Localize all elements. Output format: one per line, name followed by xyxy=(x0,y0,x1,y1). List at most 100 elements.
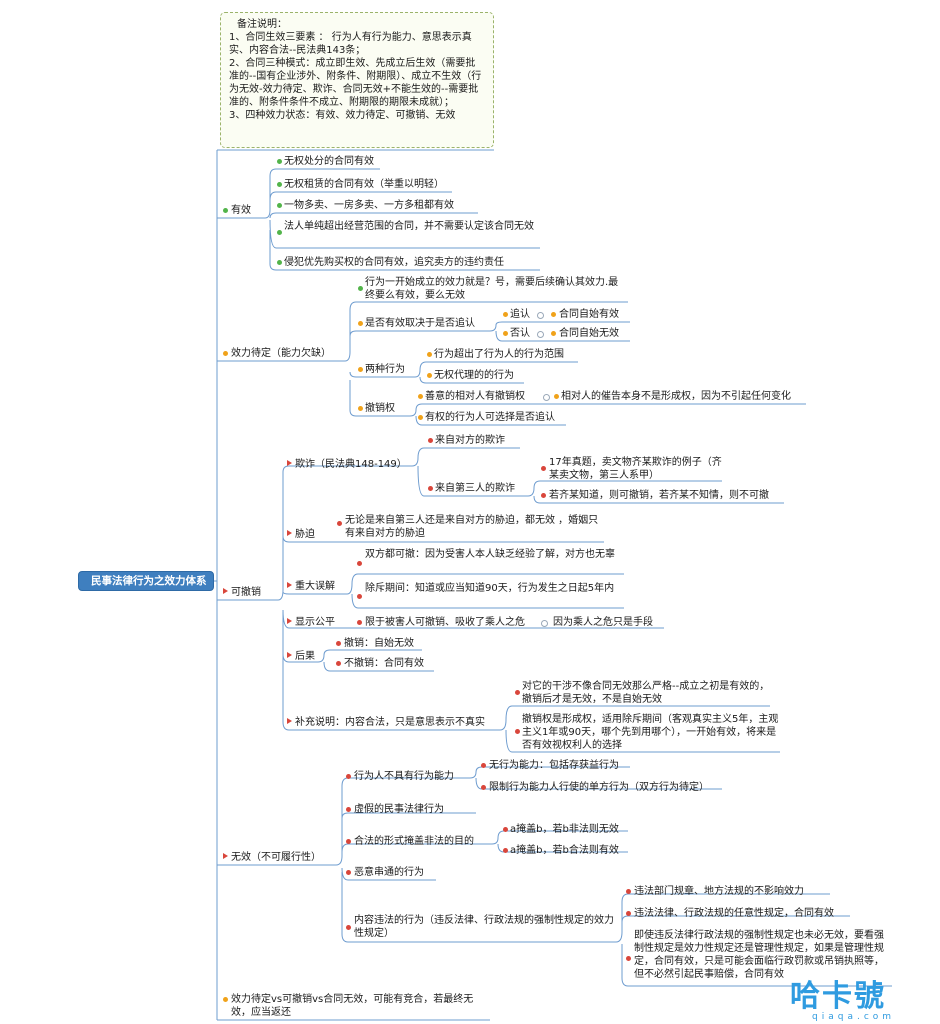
node-gongping-1[interactable]: 限于被害人可撤销、吸收了乘人之危 xyxy=(365,617,525,628)
note-line-2: 2、合同三种模式：成立即生效、先成立后生效（需要批准的--国有企业涉外、附条件、… xyxy=(229,58,482,108)
node-nengli-2[interactable]: 限制行为能力人行使的单方行为（双方行为待定） xyxy=(489,782,709,793)
node-jinghe[interactable]: 效力待定vs可撤销vs合同无效，可能有竞合，若最终无效，应当返还 xyxy=(231,994,474,1018)
green-dot-icon xyxy=(277,230,282,235)
watermark-text: 哈卡號 xyxy=(790,979,886,1014)
connector-circle-icon xyxy=(543,394,550,401)
remarks-note: 备注说明： 1、合同生效三要素 ： 行为人有行为能力、意思表示真实、内容合法--… xyxy=(220,12,494,148)
red-pin-icon xyxy=(346,807,351,812)
orange-dot-icon xyxy=(418,394,423,399)
node-chexiao-1-note[interactable]: 相对人的催告本身不是形成权，因为不引起任何变化 xyxy=(561,391,791,402)
green-dot-icon xyxy=(277,203,282,208)
node-nengli[interactable]: 行为人不具有行为能力 xyxy=(354,771,454,782)
node-gongping-1-note[interactable]: 因为乘人之危只是手段 xyxy=(553,617,653,628)
red-pin-icon xyxy=(346,839,351,844)
node-buchong[interactable]: 补充说明：内容合法，只是意思表示不真实 xyxy=(295,717,485,728)
node-qizha-2a[interactable]: 17年真题，卖文物齐某欺诈的例子（齐某卖文物，第三人系甲） xyxy=(549,457,722,481)
node-xujia[interactable]: 虚假的民事法律行为 xyxy=(354,804,444,815)
red-pin-icon xyxy=(481,763,486,768)
node-daiding-intro[interactable]: 行为一开始成立的效力就是？号，需要后续确认其效力.最终要么有效，要么无效 xyxy=(365,277,619,301)
orange-dot-icon xyxy=(551,312,556,317)
node-chexiao-1[interactable]: 善意的相对人有撤销权 xyxy=(425,391,525,402)
node-wujie-1[interactable]: 双方都可撤：因为受害人本人缺乏经验了解，对方也无辜 xyxy=(365,549,615,560)
note-title: 备注说明： xyxy=(237,19,287,30)
node-wujie[interactable]: 重大误解 xyxy=(295,581,335,592)
red-flag-icon xyxy=(287,530,292,536)
node-liangzhong-1[interactable]: 行为超出了行为人的行为范围 xyxy=(434,349,564,360)
node-weifa-1[interactable]: 违法部门规章、地方法规的不影响效力 xyxy=(634,886,804,897)
red-pin-icon xyxy=(541,493,546,498)
node-qizha[interactable]: 欺诈（民法典148-149） xyxy=(295,459,407,470)
node-nengli-1[interactable]: 无行为能力：包括存获益行为 xyxy=(489,760,619,771)
node-youxiao-5[interactable]: 侵犯优先购买权的合同有效，追究卖方的违约责任 xyxy=(284,257,504,268)
node-youxiao-1[interactable]: 无权处分的合同有效 xyxy=(284,156,374,167)
red-pin-icon xyxy=(541,466,546,471)
orange-dot-icon xyxy=(503,312,508,317)
node-weifa-3[interactable]: 即使违反法律行政法规的强制性规定也未必无效，要看强制性规定是效力性规定还是管理性… xyxy=(634,930,884,980)
node-houguo[interactable]: 后果 xyxy=(295,651,315,662)
node-zhuiren-no[interactable]: 否认 xyxy=(510,328,530,339)
node-yangai-2[interactable]: a掩盖b，若b合法则有效 xyxy=(510,845,619,856)
node-buchong-1[interactable]: 对它的干涉不像合同无效那么严格--成立之初是有效的，撤销后才是无效，不是自始无效 xyxy=(522,681,770,705)
node-chexiao-2[interactable]: 有权的行为人可选择是否追认 xyxy=(425,412,555,423)
red-pin-icon xyxy=(626,911,631,916)
root-node[interactable]: 民事法律行为之效力体系 xyxy=(78,571,214,591)
red-flag-icon xyxy=(287,582,292,588)
red-flag-icon xyxy=(287,652,292,658)
node-houguo-2[interactable]: 不撤销：合同有效 xyxy=(344,658,424,669)
watermark-url: qiaqa.com xyxy=(812,1012,896,1022)
node-qizha-1[interactable]: 来自对方的欺诈 xyxy=(435,435,505,446)
node-liangzhong[interactable]: 两种行为 xyxy=(365,364,405,375)
node-weifa-2[interactable]: 违法法律、行政法规的任意性规定，合同有效 xyxy=(634,908,834,919)
node-daiding[interactable]: 效力待定（能力欠缺） xyxy=(231,348,331,359)
connector-circle-icon xyxy=(537,312,544,319)
node-qizha-2b[interactable]: 若齐某知道，则可撤销，若齐某不知情，则不可撤 xyxy=(549,490,769,501)
node-zhuiren-yes-result[interactable]: 合同自始有效 xyxy=(559,309,619,320)
node-xiepo[interactable]: 胁迫 xyxy=(295,529,315,540)
node-buchong-2[interactable]: 撤销权是形成权，适用除斥期间（客观真实主义5年，主观主义1年或90天，哪个先到用… xyxy=(522,714,779,751)
red-pin-icon xyxy=(481,785,486,790)
red-flag-icon xyxy=(287,618,292,624)
note-line-3: 3、四种效力状态：有效、效力待定、可撤销、无效 xyxy=(229,110,456,121)
node-gongping[interactable]: 显示公平 xyxy=(295,617,335,628)
red-pin-icon xyxy=(515,729,520,734)
red-pin-icon xyxy=(515,690,520,695)
red-pin-icon xyxy=(346,774,351,779)
red-pin-icon xyxy=(626,889,631,894)
orange-dot-icon xyxy=(427,352,432,357)
note-line-1: 1、合同生效三要素 ： 行为人有行为能力、意思表示真实、内容合法--民法典143… xyxy=(229,32,472,56)
node-kechexiao[interactable]: 可撤销 xyxy=(231,587,261,598)
node-weifa[interactable]: 内容违法的行为（违反法律、行政法规的强制性规定的效力性规定） xyxy=(354,915,614,939)
node-qizha-2[interactable]: 来自第三人的欺诈 xyxy=(435,483,515,494)
node-youxiao-3[interactable]: 一物多卖、一房多卖、一方多租都有效 xyxy=(284,200,454,211)
green-dot-icon xyxy=(223,208,228,213)
orange-dot-icon xyxy=(554,394,559,399)
node-youxiao-2[interactable]: 无权租赁的合同有效（举重以明轻） xyxy=(284,179,444,190)
red-pin-icon xyxy=(346,870,351,875)
node-zhuiren[interactable]: 是否有效取决于是否追认 xyxy=(365,318,475,329)
node-youxiao-4[interactable]: 法人单纯超出经营范围的合同，并不需要认定该合同无效 xyxy=(284,221,534,232)
node-xiepo-1[interactable]: 无论是来自第三人还是来自对方的胁迫，都无效 ，婚姻只有来自对方的胁迫 xyxy=(345,515,599,539)
node-houguo-1[interactable]: 撤销：自始无效 xyxy=(344,638,414,649)
red-flag-icon xyxy=(287,460,292,466)
node-liangzhong-2[interactable]: 无权代理的的行为 xyxy=(434,370,514,381)
node-chuantong[interactable]: 恶意串通的行为 xyxy=(354,867,424,878)
node-zhuiren-yes[interactable]: 追认 xyxy=(510,309,530,320)
orange-dot-icon xyxy=(223,997,228,1002)
node-wuxiao[interactable]: 无效（不可履行性） xyxy=(231,852,321,863)
node-yangai[interactable]: 合法的形式掩盖非法的目的 xyxy=(354,836,474,847)
node-youxiao[interactable]: 有效 xyxy=(231,205,251,216)
red-flag-icon xyxy=(223,853,228,859)
red-pin-icon xyxy=(336,661,341,666)
node-chexiao[interactable]: 撤销权 xyxy=(365,403,395,414)
red-flag-icon xyxy=(287,718,292,724)
node-zhuiren-no-result[interactable]: 合同自始无效 xyxy=(559,328,619,339)
red-pin-icon xyxy=(357,594,362,599)
red-pin-icon xyxy=(337,521,342,526)
red-pin-icon xyxy=(503,827,508,832)
orange-dot-icon xyxy=(427,373,432,378)
node-yangai-1[interactable]: a掩盖b，若b非法则无效 xyxy=(510,824,619,835)
node-wujie-2[interactable]: 除斥期间：知道或应当知道90天，行为发生之日起5年内 xyxy=(365,583,615,594)
red-pin-icon xyxy=(626,956,631,961)
